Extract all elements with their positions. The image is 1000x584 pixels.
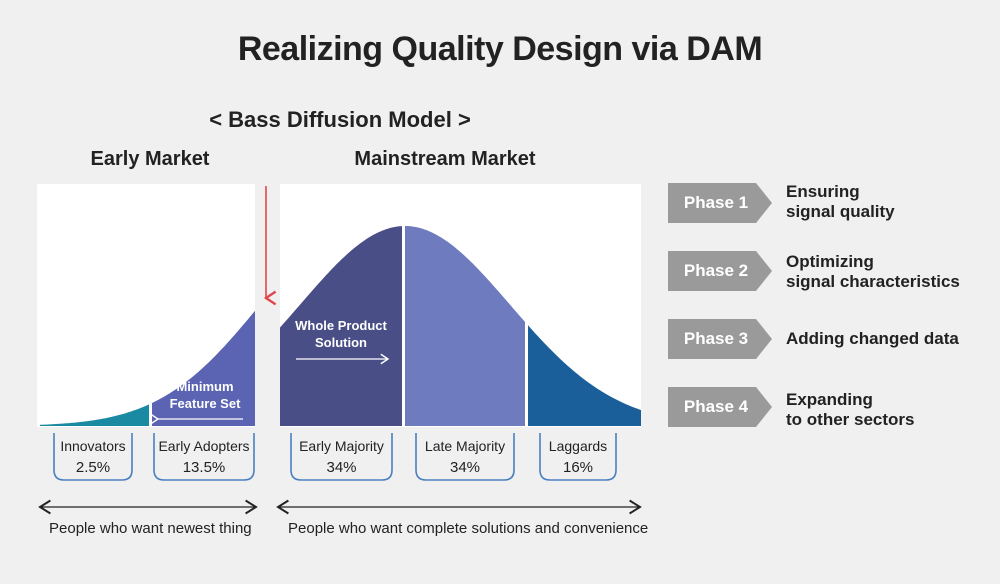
- phase-4-description: Expanding to other sectors: [786, 390, 915, 429]
- diagram-subtitle: < Bass Diffusion Model >: [209, 107, 471, 132]
- segment-label-late-majority: Late Majority 34%: [415, 433, 515, 481]
- segment-label-early-majority: Early Majority 34%: [290, 433, 393, 481]
- segment-early-majority: [280, 226, 402, 426]
- segment-bracket: [53, 433, 133, 481]
- segment-late-majority: [405, 226, 525, 426]
- phase-label: Phase 1: [683, 193, 749, 212]
- early-market-caption: People who want newest thing: [49, 520, 252, 537]
- segment-bracket: [290, 433, 393, 481]
- segment-laggards: [528, 325, 641, 426]
- segment-bracket: [539, 433, 617, 481]
- phase-label: Phase 4: [683, 397, 749, 416]
- segment-bracket: [415, 433, 515, 481]
- phase-label: Phase 2: [683, 261, 749, 280]
- phase-3-tag: Phase 3: [668, 319, 772, 359]
- segment-value: 2.5%: [76, 459, 110, 476]
- segment-value: 34%: [450, 459, 480, 476]
- segment-label-early-adopters: Early Adopters 13.5%: [153, 433, 255, 481]
- segment-innovators: [40, 404, 149, 426]
- phase-1-description: Ensuring signal quality: [786, 182, 895, 221]
- phase-2-description: Optimizing signal characteristics: [786, 252, 960, 291]
- early-market-label: Early Market: [90, 148, 210, 170]
- phase-label: Phase 3: [683, 329, 749, 348]
- segment-label-innovators: Innovators 2.5%: [53, 433, 133, 481]
- segment-name: Early Majority: [299, 438, 384, 454]
- segment-name: Innovators: [60, 438, 125, 454]
- segment-value: 16%: [563, 459, 593, 476]
- phase-3-description: Adding changed data: [786, 329, 959, 348]
- segment-bracket: [153, 433, 255, 481]
- phase-tag-shape: [668, 319, 772, 359]
- segment-early-adopters: [152, 310, 255, 426]
- segment-label-laggards: Laggards 16%: [539, 433, 617, 481]
- phase-1-tag: Phase 1: [668, 183, 772, 223]
- phase-4-tag: Phase 4: [668, 387, 772, 427]
- phase-2-tag: Phase 2: [668, 251, 772, 291]
- segment-name: Late Majority: [425, 438, 505, 454]
- phase-tag-shape: [668, 183, 772, 223]
- segment-value: 13.5%: [183, 459, 226, 476]
- phase-tag-shape: [668, 387, 772, 427]
- phase-tag-shape: [668, 251, 772, 291]
- segment-name: Laggards: [549, 438, 607, 454]
- mainstream-market-caption: People who want complete solutions and c…: [288, 520, 649, 537]
- segment-value: 34%: [326, 459, 356, 476]
- segment-name: Early Adopters: [158, 438, 249, 454]
- mainstream-market-label: Mainstream Market: [354, 148, 536, 170]
- page-title: Realizing Quality Design via DAM: [237, 30, 763, 68]
